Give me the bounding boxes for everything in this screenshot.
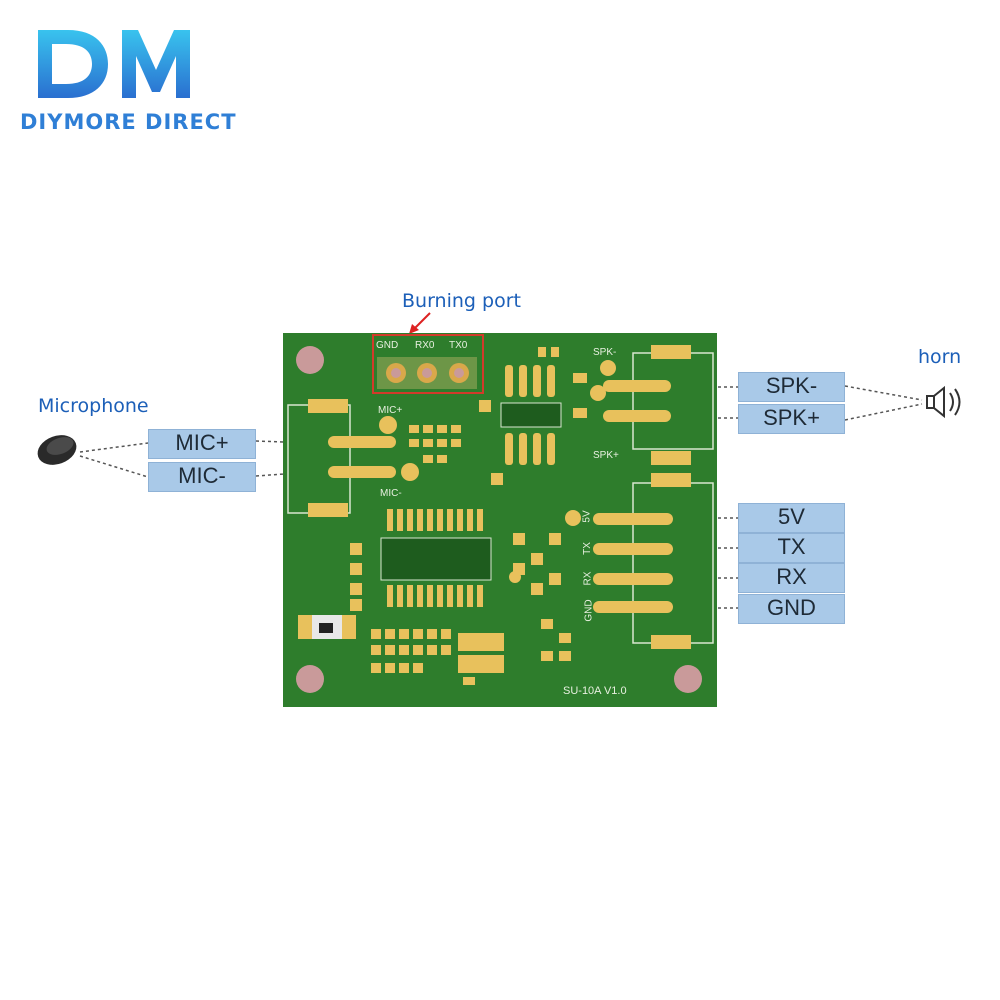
- burning-port-callout: Burning port: [402, 290, 521, 312]
- microphone-callout: Microphone: [38, 395, 149, 417]
- speaker-icon: [926, 385, 961, 419]
- silk-power-rx: RX: [582, 571, 594, 586]
- gnd-label: GND: [738, 594, 845, 624]
- pcb-board: GND RX0 TX0 MIC+ MIC- SPK- SPK+ 5V TX RX…: [283, 333, 717, 707]
- rx-label: RX: [738, 563, 845, 593]
- horn-callout: horn: [918, 346, 962, 368]
- mic-minus-label: MIC-: [148, 462, 256, 492]
- silk-mic-plus: MIC+: [378, 405, 403, 416]
- mic-plus-label: MIC+: [148, 429, 256, 459]
- silk-mic-minus: MIC-: [380, 488, 402, 499]
- brand-name: DIYMORE DIRECT: [20, 110, 237, 134]
- silk-tx0: TX0: [449, 340, 468, 351]
- 5v-label: 5V: [738, 503, 845, 533]
- silk-rx0: RX0: [415, 340, 435, 351]
- silk-power-5v: 5V: [581, 510, 593, 523]
- spk-plus-label: SPK+: [738, 404, 845, 434]
- board-model: SU-10A V1.0: [563, 685, 627, 697]
- microphone-icon: [37, 435, 77, 465]
- silk-power-tx: TX: [581, 542, 593, 555]
- silk-spk-plus: SPK+: [593, 450, 619, 461]
- dm-logo-icon: [38, 30, 190, 98]
- silk-gnd: GND: [376, 340, 399, 351]
- tx-label: TX: [738, 533, 845, 563]
- silk-spk-minus: SPK-: [593, 347, 617, 358]
- silk-power-gnd: GND: [583, 599, 595, 622]
- spk-minus-label: SPK-: [738, 372, 845, 402]
